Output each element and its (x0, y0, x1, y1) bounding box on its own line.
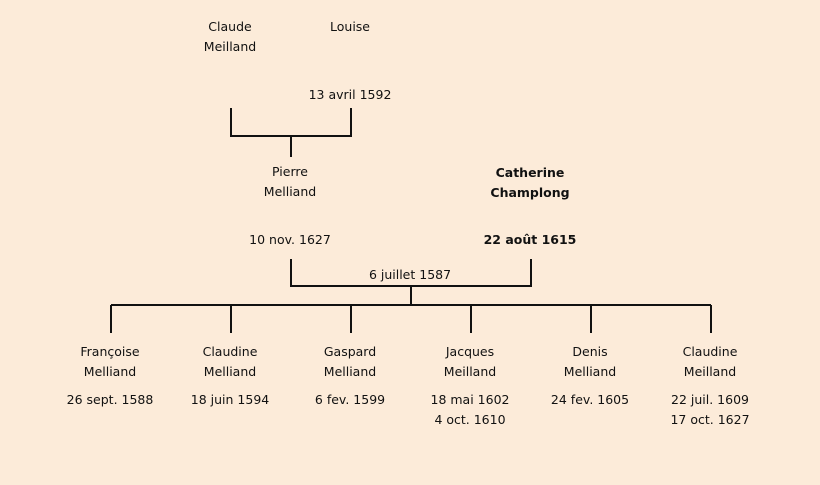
last-name: Melliand (563, 364, 617, 379)
child: Denis Melliand 24 fev. 1605 (510, 342, 670, 410)
marriage-date: 6 juillet 1587 (368, 267, 452, 282)
date-2: 17 oct. 1627 (670, 412, 750, 427)
date: 18 mai 1602 (430, 392, 510, 407)
child: Claudine Meilland 22 juil. 1609 17 oct. … (630, 342, 790, 430)
child: Claudine Melliand 18 juin 1594 (150, 342, 310, 410)
first-name: Gaspard (323, 344, 377, 359)
last-name: Meilland (203, 39, 257, 54)
date: 6 fev. 1599 (314, 392, 386, 407)
last-name: Melliand (83, 364, 137, 379)
last-name: Meilland (683, 364, 737, 379)
grandparents-connector (230, 108, 352, 157)
person-pierre-melliand: Pierre Melliand (210, 162, 370, 202)
grandparents-date: 13 avril 1592 (308, 87, 392, 102)
first-name: Pierre (272, 164, 308, 179)
catherine-date: 22 août 1615 (483, 232, 577, 247)
last-name: Melliand (263, 184, 317, 199)
date-2: 4 oct. 1610 (434, 412, 506, 427)
first-name: Jacques (445, 344, 495, 359)
date: 26 sept. 1588 (66, 392, 154, 407)
first-name: Claudine (202, 344, 258, 359)
children-connector (110, 304, 712, 333)
child: Gaspard Melliand 6 fev. 1599 (270, 342, 430, 410)
first-name: Françoise (80, 344, 140, 359)
last-name: Melliand (203, 364, 257, 379)
person-catherine-champlong: Catherine Champlong (450, 163, 610, 203)
last-name: Champlong (490, 185, 570, 200)
first-name: Denis (572, 344, 608, 359)
pierre-date: 10 nov. 1627 (249, 232, 331, 247)
first-name: Claudine (682, 344, 738, 359)
date: 24 fev. 1605 (550, 392, 630, 407)
first-name: Louise (330, 19, 370, 34)
parents-connector (290, 259, 532, 305)
person-claude-meilland: Claude Meilland (150, 17, 310, 57)
person-louise: Louise (270, 17, 430, 37)
first-name: Catherine (495, 165, 565, 180)
last-name: Meilland (443, 364, 497, 379)
child: Françoise Melliand 26 sept. 1588 (30, 342, 190, 410)
date: 18 juin 1594 (190, 392, 270, 407)
last-name: Melliand (323, 364, 377, 379)
child: Jacques Meilland 18 mai 1602 4 oct. 1610 (390, 342, 550, 430)
first-name: Claude (208, 19, 252, 34)
date: 22 juil. 1609 (671, 392, 749, 407)
